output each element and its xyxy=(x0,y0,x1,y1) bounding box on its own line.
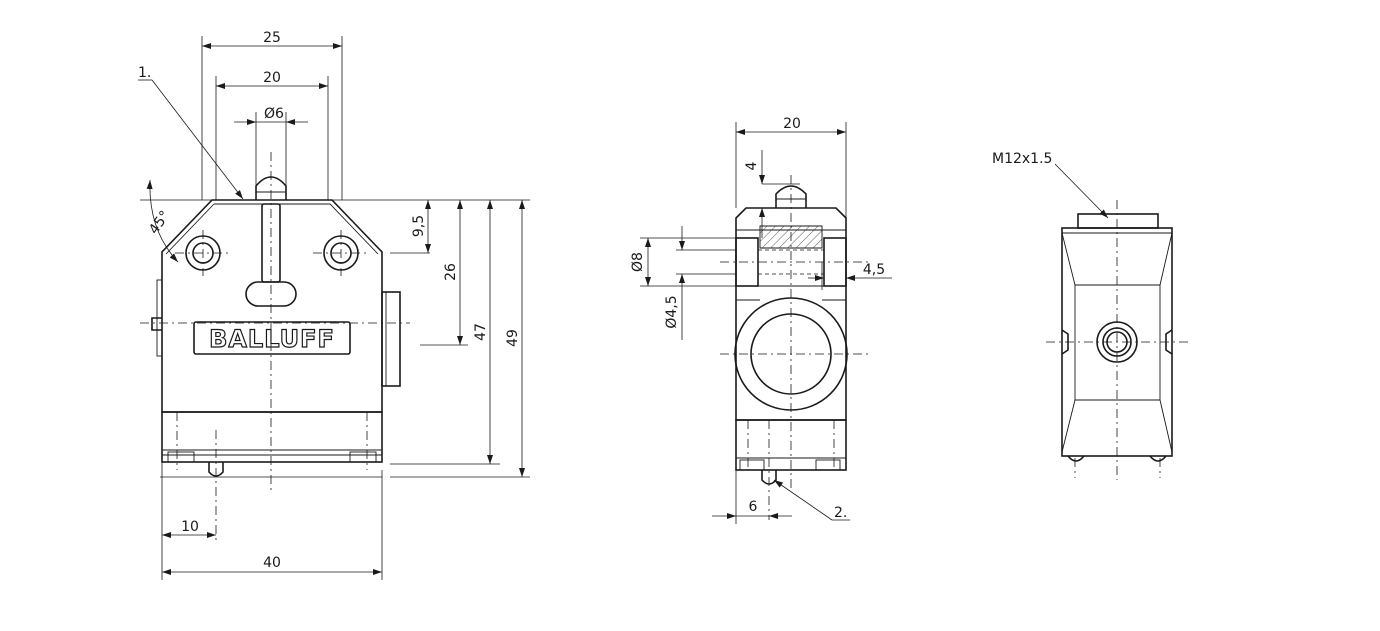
dim-20: 20 xyxy=(263,70,281,86)
end-view: M12x1.5 xyxy=(992,151,1190,480)
dim-dia-6: Ø6 xyxy=(264,106,284,122)
end-thread-boss xyxy=(1077,213,1159,229)
dim-40: 40 xyxy=(263,555,281,571)
dim-side-dia-4-5: Ø4,5 xyxy=(664,295,680,328)
side-plunger xyxy=(775,185,807,208)
dim-9-5: 9,5 xyxy=(411,215,427,237)
dim-angle-45: 45° xyxy=(146,208,173,238)
dim-side-6: 6 xyxy=(749,499,758,515)
side-base xyxy=(735,419,847,471)
dim-25: 25 xyxy=(263,30,281,46)
dim-47: 47 xyxy=(473,323,489,341)
dim-10: 10 xyxy=(181,519,199,535)
front-connector xyxy=(381,291,401,387)
dim-side-dia-8: Ø8 xyxy=(630,252,646,272)
callout-1: 1. xyxy=(138,65,151,81)
balluff-logo: BALLUFF xyxy=(209,325,335,353)
dim-49: 49 xyxy=(505,329,521,347)
dim-26: 26 xyxy=(443,263,459,281)
thread-label: M12x1.5 xyxy=(992,151,1052,167)
callout-2: 2. xyxy=(834,505,847,521)
dim-side-20: 20 xyxy=(783,116,801,132)
balluff-logo-frame xyxy=(193,321,351,355)
front-base xyxy=(161,411,383,463)
front-view: BALLUFF 25 20 Ø6 xyxy=(138,30,530,580)
dim-side-4: 4 xyxy=(744,161,760,170)
side-view: 20 4 Ø8 Ø4,5 4,5 6 2. xyxy=(630,116,892,524)
dim-side-4-5: 4,5 xyxy=(863,262,885,278)
